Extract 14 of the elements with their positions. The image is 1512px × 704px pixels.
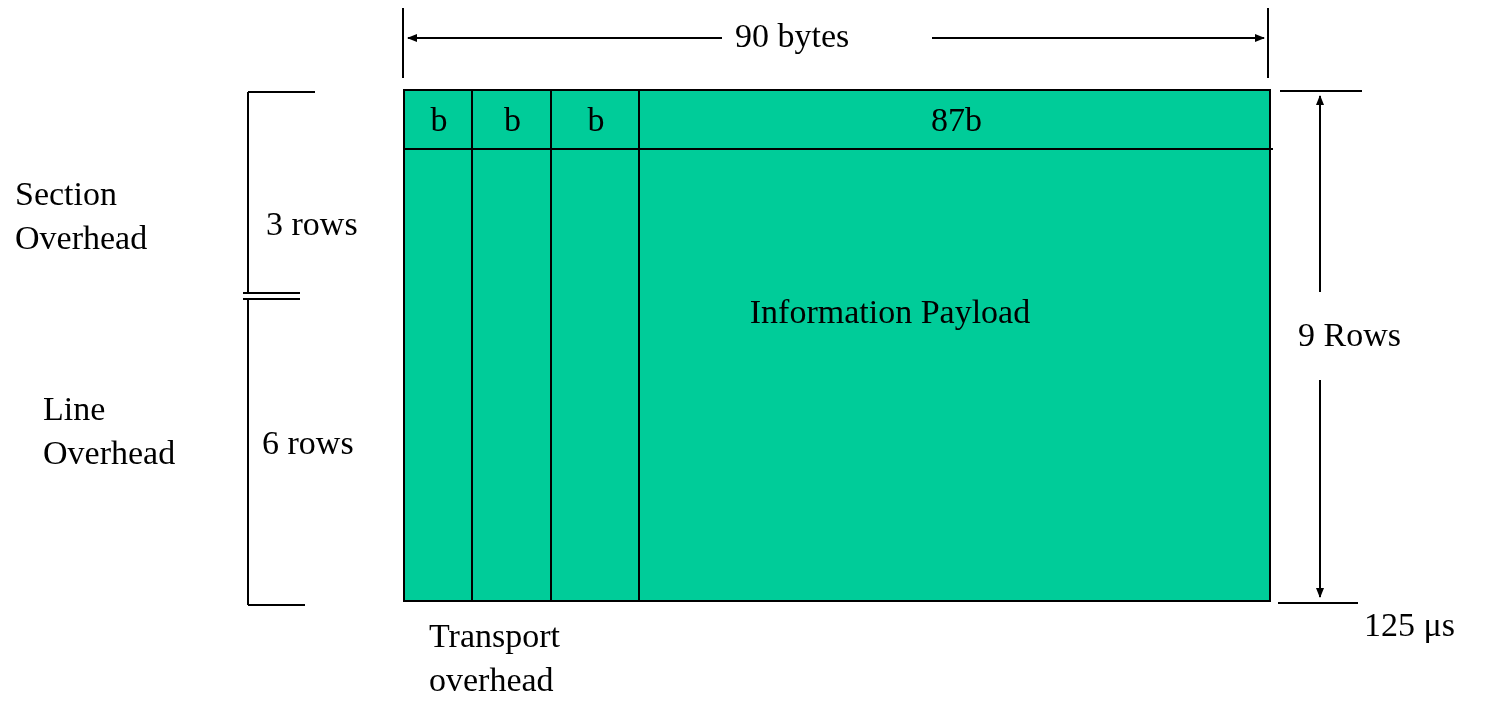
section-label: Line Overhead	[43, 389, 177, 474]
column-header: b	[405, 91, 473, 150]
time-label: 125 μs	[1364, 605, 1456, 645]
section-label: Transport overhead	[429, 616, 561, 701]
row-count-label: 3 rows	[266, 204, 359, 244]
section-label: Section Overhead	[15, 174, 149, 259]
column-header: b	[552, 91, 640, 150]
row-count-label: 6 rows	[262, 423, 355, 463]
payload-frame	[403, 89, 1271, 602]
height-label: 9 Rows	[1298, 315, 1402, 355]
width-label: 90 bytes	[735, 16, 851, 56]
payload-text: Information Payload	[748, 292, 1032, 332]
column-header: 87b	[640, 91, 1273, 150]
column-header: b	[473, 91, 552, 150]
